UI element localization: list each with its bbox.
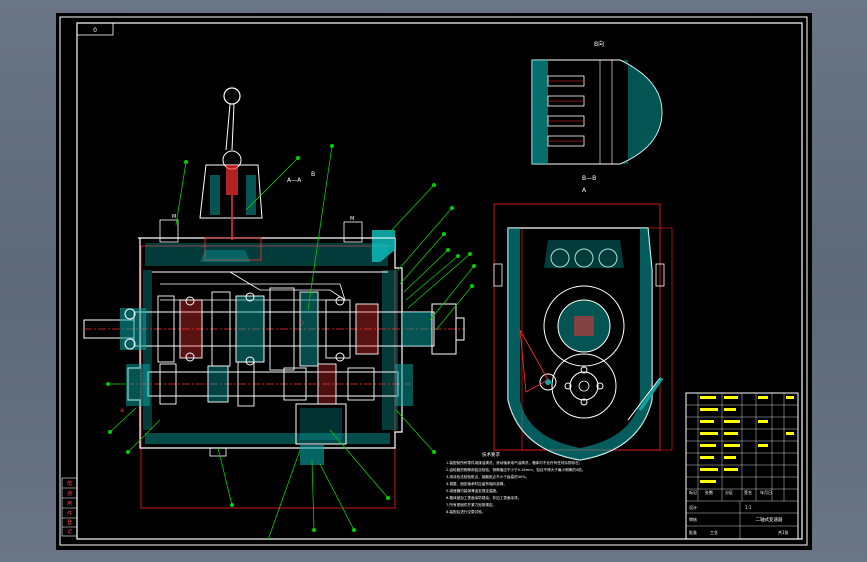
tb-label: 设计 [689,504,697,510]
strip-text: 记 [67,528,72,535]
drain-plug [300,445,324,465]
tb-label: 分区 [725,489,733,495]
housing-top-hatch [145,243,388,266]
section-label-aa: A—A [287,177,302,184]
section-label-bb: B—B [582,175,596,182]
view-tag-a: A [582,187,587,194]
top-code-box: 0 [76,22,114,36]
technical-notes: 技术要求 1.装配前所有零件用煤油清洗，滚动轴承用汽油清洗，箱体内不允许有任何杂… [446,451,585,514]
title-block: 标记 处数 分区 签名 年月日 设计 审核 批准 工艺 1:1 共1张 二轴式变… [685,392,799,540]
strip-text: 用 [67,501,72,507]
tb-label: 签名 [744,489,752,495]
output-seal [402,312,432,346]
strip-text: 件 [67,510,72,517]
strip-text: 借 [67,480,72,487]
svg-text:○: ○ [300,320,304,326]
tb-drawing-title: 二轴式变速器 [756,516,783,523]
svg-text:M: M [350,216,354,222]
drawing-sheet [56,13,812,550]
strip-text: 登 [67,519,72,526]
sheet-border [59,16,808,546]
main-section-view: M M [83,87,465,509]
shift-tower [199,164,263,219]
shift-knob [223,87,241,105]
tb-sheet: 共1张 [778,529,789,535]
tb-label: 审核 [689,516,697,522]
note-line: 3.用涂色法检验斑点，接触斑点不小于齿高的40%。 [446,474,529,479]
note-line: 2.齿轮副的侧隙用铅丝检验，侧隙值应不小于0.16mm，铅丝不得大于最小侧隙的4… [446,467,585,472]
note-line: 7.所有紧固件拧紧力矩按规定。 [446,502,496,507]
note-line: 5.减速器内装润滑油至规定高度。 [446,488,500,493]
side-section-view: B—B A [493,175,673,461]
housing-bottom-hatch [145,433,390,444]
svg-text:⊕: ⊕ [120,408,124,414]
housing-right-hatch [382,270,398,430]
detail-view-label: B向 [594,40,604,48]
tb-scale: 1:1 [745,505,752,510]
strip-text: 通 [67,490,72,497]
top-code-label: 0 [93,27,97,34]
tb-label: 年月日 [760,489,772,495]
notes-heading: 技术要求 [482,451,500,458]
note-line: 1.装配前所有零件用煤油清洗，滚动轴承用汽油清洗，箱体内不允许有任何杂物存在。 [446,460,582,465]
note-line: 6.箱体被加工表面涂防锈油，非加工表面涂漆。 [446,495,521,500]
tb-label: 批准 [689,529,697,535]
tb-label: 处数 [705,489,713,495]
note-line: 8.装配后进行空载试验。 [446,509,485,514]
note-line: 4.调整、固定轴承时应留有轴向游隙。 [446,481,507,486]
detail-view-top: B向 [531,40,663,165]
view-tag-b: B [311,171,315,178]
main-shaft-gears [157,287,379,371]
tb-label: 标记 [689,489,697,495]
tb-label: 工艺 [710,530,718,535]
drawing-frame [76,22,803,540]
leader-lines [106,143,476,541]
svg-text:M: M [172,214,176,220]
side-strip: 借 通 用 件 登 记 [61,477,78,537]
